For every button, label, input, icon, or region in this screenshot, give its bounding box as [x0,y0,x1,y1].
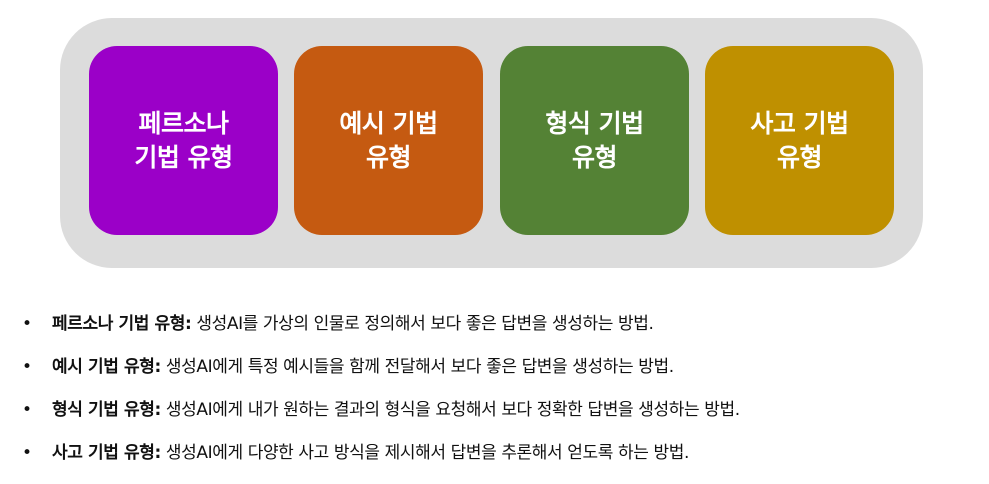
example-technique-card: 예시 기법 유형 [294,46,483,235]
list-item-format: • 형식 기법 유형: 생성AI에게 내가 원하는 결과의 형식을 요청해서 보… [22,389,982,432]
bullet-text: 페르소나 기법 유형: 생성AI를 가상의 인물로 정의해서 보다 좋은 답변을… [52,303,654,346]
bullet-text: 형식 기법 유형: 생성AI에게 내가 원하는 결과의 형식을 요청해서 보다 … [52,389,740,432]
bullet-dot: • [22,400,32,420]
bullet-term: 형식 기법 유형: [52,400,161,420]
bullet-dot: • [22,357,32,377]
bullet-text: 예시 기법 유형: 생성AI에게 특정 예시들을 함께 전달해서 보다 좋은 답… [52,346,674,389]
list-item-persona: • 페르소나 기법 유형: 생성AI를 가상의 인물로 정의해서 보다 좋은 답… [22,303,982,346]
thinking-technique-card: 사고 기법 유형 [705,46,894,235]
bullet-description: 생성AI에게 내가 원하는 결과의 형식을 요청해서 보다 정확한 답변을 생성… [160,400,740,420]
bullet-description: 생성AI를 가상의 인물로 정의해서 보다 좋은 답변을 생성하는 방법. [191,314,654,334]
bullet-term: 페르소나 기법 유형: [52,314,192,334]
format-technique-label: 형식 기법 유형 [545,108,644,172]
bullet-dot: • [22,314,32,334]
persona-technique-label: 페르소나 기법 유형 [134,108,233,172]
list-item-thinking: • 사고 기법 유형: 생성AI에게 다양한 사고 방식을 제시해서 답변을 추… [22,432,982,475]
bullet-description: 생성AI에게 특정 예시들을 함께 전달해서 보다 좋은 답변을 생성하는 방법… [160,357,674,377]
persona-technique-card: 페르소나 기법 유형 [89,46,278,235]
thinking-technique-label: 사고 기법 유형 [750,108,849,172]
bullet-term: 예시 기법 유형: [52,357,161,377]
example-technique-label: 예시 기법 유형 [339,108,438,172]
technique-types-panel: 페르소나 기법 유형 예시 기법 유형 형식 기법 유형 사고 기법 유형 [60,18,923,268]
format-technique-card: 형식 기법 유형 [500,46,689,235]
list-item-example: • 예시 기법 유형: 생성AI에게 특정 예시들을 함께 전달해서 보다 좋은… [22,346,982,389]
bullet-description: 생성AI에게 다양한 사고 방식을 제시해서 답변을 추론해서 얻도록 하는 방… [160,443,689,463]
bullet-dot: • [22,443,32,463]
technique-description-list: • 페르소나 기법 유형: 생성AI를 가상의 인물로 정의해서 보다 좋은 답… [22,303,982,475]
bullet-term: 사고 기법 유형: [52,443,161,463]
bullet-text: 사고 기법 유형: 생성AI에게 다양한 사고 방식을 제시해서 답변을 추론해… [52,432,689,475]
